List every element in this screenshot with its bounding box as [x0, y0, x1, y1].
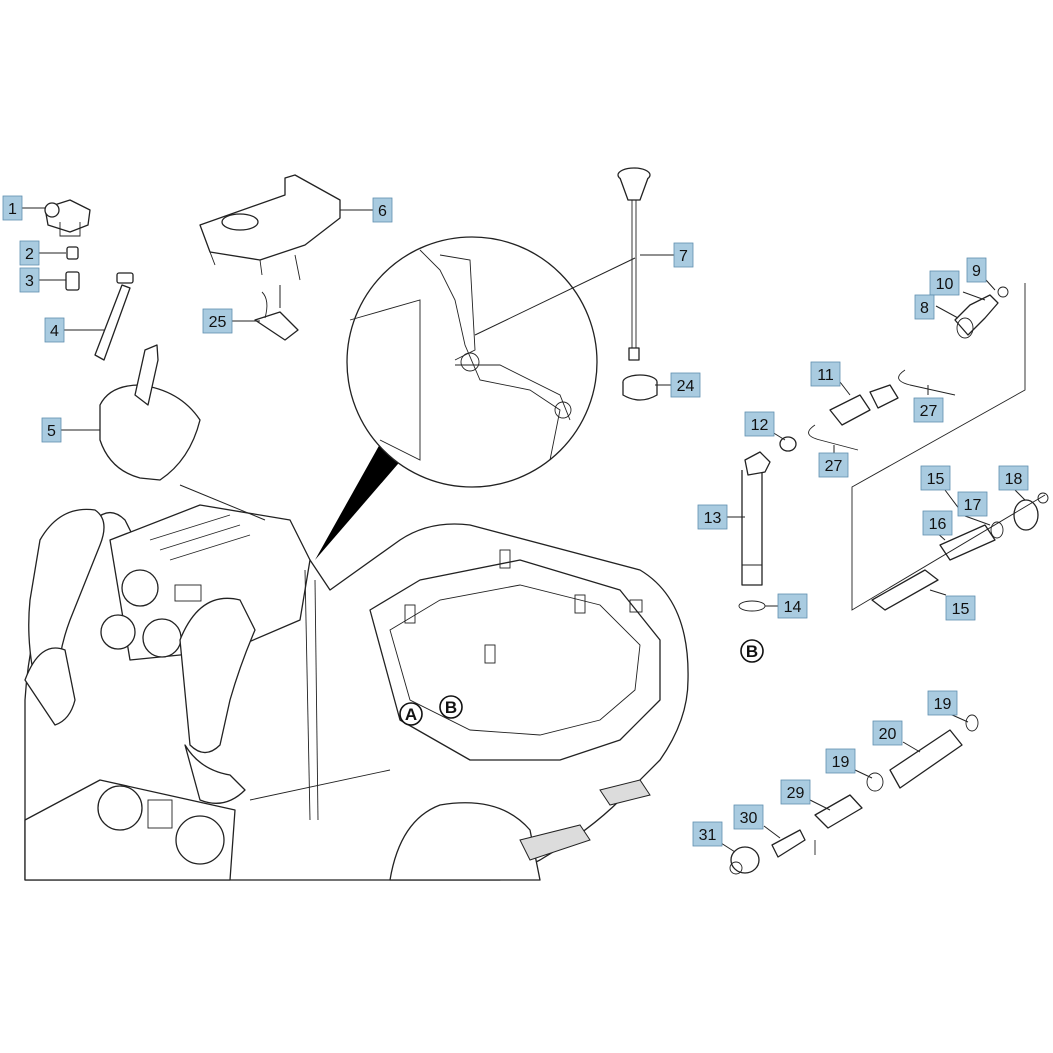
part-8-elbow-hose	[954, 286, 1009, 339]
callout-19-upper: 19	[927, 690, 958, 716]
callout-16: 16	[922, 510, 953, 536]
marker-a: A	[399, 702, 423, 726]
callout-30: 30	[733, 804, 764, 830]
callout-8: 8	[914, 294, 935, 320]
callout-19-lower-label: 19	[832, 754, 850, 771]
marker-b-tube: B	[740, 639, 764, 663]
part-20-hose	[889, 729, 963, 789]
callout-15-upper-label: 15	[927, 471, 945, 488]
part-14-o-ring	[738, 600, 766, 612]
callout-15-lower-label: 15	[952, 601, 970, 618]
part-27-clip-lower	[808, 424, 859, 451]
callout-9-label: 9	[972, 263, 981, 280]
callout-11: 11	[810, 361, 841, 387]
callout-9: 9	[966, 257, 987, 283]
callout-5-label: 5	[47, 423, 56, 440]
group-frame-upper	[851, 283, 1046, 611]
callout-13-label: 13	[704, 510, 722, 527]
part-30-screw	[771, 829, 806, 858]
callout-13: 13	[697, 504, 728, 530]
part-27-clip-upper	[898, 369, 956, 396]
part-2-cap	[66, 246, 79, 260]
callout-14: 14	[777, 593, 808, 619]
callout-30-label: 30	[740, 810, 758, 827]
leader-lines	[22, 207, 1026, 853]
callout-19-upper-label: 19	[934, 696, 952, 713]
part-19-clamp-upper	[965, 714, 979, 732]
callout-1-label: 1	[8, 201, 17, 218]
callout-12-label: 12	[751, 417, 769, 434]
part-7-dipstick	[617, 167, 651, 361]
marker-b-tube-label: B	[746, 642, 758, 661]
callout-31-label: 31	[699, 827, 717, 844]
detail-magnifier	[315, 236, 598, 560]
callout-12: 12	[744, 411, 775, 437]
marker-b: B	[439, 695, 463, 719]
callout-3-label: 3	[25, 273, 34, 290]
callout-14-label: 14	[784, 599, 802, 616]
marker-b-label: B	[445, 698, 457, 717]
part-13-tube	[741, 451, 771, 586]
callout-10: 10	[929, 270, 960, 296]
callout-25-label: 25	[209, 314, 227, 331]
part-12-nipple	[779, 436, 797, 452]
callout-27-lower: 27	[818, 452, 849, 478]
callout-17: 17	[957, 491, 988, 517]
callout-7: 7	[673, 242, 694, 268]
callout-20: 20	[872, 720, 903, 746]
callout-17-label: 17	[964, 497, 982, 514]
callout-24: 24	[670, 372, 701, 398]
part-24-ring	[622, 374, 658, 401]
callout-18: 18	[998, 465, 1029, 491]
part-1-clamp	[44, 199, 91, 237]
callout-31: 31	[692, 821, 723, 847]
callout-15-upper: 15	[920, 465, 951, 491]
callout-3: 3	[19, 267, 40, 293]
callout-20-label: 20	[879, 726, 897, 743]
part-5-shield	[99, 344, 201, 481]
part-11-fittings	[829, 384, 899, 426]
marker-a-label: A	[405, 705, 417, 724]
callout-8-label: 8	[920, 300, 929, 317]
part-31-cap	[729, 846, 760, 875]
callout-16-label: 16	[929, 516, 947, 533]
callout-19-lower: 19	[825, 748, 856, 774]
part-15-filter-group	[871, 492, 1049, 611]
machine-body	[24, 504, 689, 881]
callout-11-label: 11	[817, 367, 834, 384]
callout-4: 4	[44, 317, 65, 343]
callout-27-upper: 27	[913, 397, 944, 423]
callout-6: 6	[372, 197, 393, 223]
part-29-valve	[814, 794, 863, 855]
part-3-plug	[65, 271, 80, 291]
callout-7-label: 7	[679, 248, 688, 265]
callout-29-label: 29	[787, 785, 805, 802]
callout-27-lower-label: 27	[825, 458, 843, 475]
callout-29: 29	[780, 779, 811, 805]
part-4-lever	[94, 272, 134, 361]
callout-27-upper-label: 27	[920, 403, 938, 420]
callout-2-label: 2	[25, 246, 34, 263]
callout-4-label: 4	[50, 323, 59, 340]
callout-18-label: 18	[1005, 471, 1023, 488]
callout-10-label: 10	[936, 276, 954, 293]
callout-6-label: 6	[378, 203, 387, 220]
part-19-clamp-lower	[866, 772, 884, 792]
callout-1: 1	[2, 195, 23, 221]
callout-2: 2	[19, 240, 40, 266]
callout-15-lower: 15	[945, 595, 976, 621]
callout-5: 5	[41, 417, 62, 443]
callout-25: 25	[202, 308, 233, 334]
callout-24-label: 24	[677, 378, 695, 395]
part-6-tank-lid	[199, 174, 341, 281]
part-25-sensor	[254, 291, 299, 341]
